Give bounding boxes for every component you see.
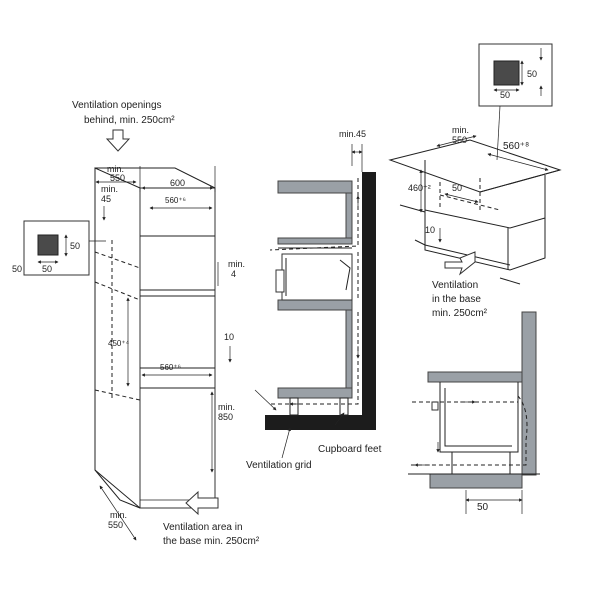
dim600-label: 600 bbox=[170, 178, 185, 188]
dim560b-label: 560⁺⁶ bbox=[160, 363, 181, 372]
inset-50-right: 50 bbox=[70, 241, 80, 251]
top-inset-50-bottom: 50 bbox=[500, 90, 510, 100]
min45-middle-label: min.45 bbox=[339, 129, 366, 139]
dim50-right-label: 50 bbox=[452, 183, 462, 193]
middle-shelf bbox=[277, 299, 353, 311]
vent-behind-label-2: behind, min. 250cm² bbox=[84, 115, 175, 126]
floor bbox=[265, 415, 376, 430]
side-section-view: 50 bbox=[408, 311, 540, 514]
vent-opening-square-2 bbox=[493, 60, 520, 86]
dim560-right-label: 560⁺⁸ bbox=[503, 141, 529, 152]
dim460-label: 460⁺² bbox=[408, 183, 431, 193]
min550-bottom-label-a: min. bbox=[110, 510, 127, 520]
min4-label-b: 4 bbox=[231, 269, 236, 279]
cupboard-feet-label: Cupboard feet bbox=[318, 444, 382, 455]
min550-top-label-b: 550 bbox=[110, 173, 125, 183]
vent-opening-square bbox=[37, 234, 59, 256]
inset-50-bottom: 50 bbox=[42, 264, 52, 274]
tall-cabinet-view: Ventilation openings behind, min. 250cm²… bbox=[12, 100, 260, 547]
plinth bbox=[429, 473, 523, 489]
dim50-bottom-label: 50 bbox=[477, 502, 489, 513]
base-vent-arrow-icon bbox=[185, 490, 219, 516]
vent-right-label-2: in the base bbox=[432, 294, 481, 305]
min4-label-a: min. bbox=[228, 259, 245, 269]
min45-label-b: 45 bbox=[101, 194, 111, 204]
min550-right-label-a: min. bbox=[452, 125, 469, 135]
ventilation-grid-label: Ventilation grid bbox=[246, 460, 312, 471]
min850-label-a: min. bbox=[218, 402, 235, 412]
under-counter-view: 50 50 min. 550 560⁺⁸ 460⁺² 50 10 Ventila… bbox=[388, 43, 562, 319]
cupboard-foot-right bbox=[339, 397, 349, 416]
min45-label-a: min. bbox=[101, 184, 118, 194]
min550-top-label-a: min. bbox=[107, 164, 124, 174]
top-shelf bbox=[277, 180, 353, 194]
inset-50-left: 50 bbox=[12, 264, 22, 274]
top-inset-50-right: 50 bbox=[527, 69, 537, 79]
back-wall bbox=[362, 172, 376, 430]
min850-label-b: 850 bbox=[218, 412, 233, 422]
dim10-label: 10 bbox=[224, 332, 234, 342]
vent-behind-label-1: Ventilation openings bbox=[72, 100, 162, 111]
vent-base-label-2: the base min. 250cm² bbox=[163, 536, 260, 547]
vent-right-label-3: min. 250cm² bbox=[432, 308, 488, 319]
dim10-right-label: 10 bbox=[425, 225, 435, 235]
inset-detail-box bbox=[23, 220, 90, 276]
dim560a-label: 560⁺⁶ bbox=[165, 196, 186, 205]
section-view: min.45 Cupboard feet Ventilation grid bbox=[246, 129, 382, 471]
base-vent-arrow-icon-2 bbox=[444, 251, 476, 276]
bottom-shelf bbox=[277, 387, 353, 399]
cupboard-foot-left bbox=[289, 397, 299, 416]
dim450-label: 450⁺⁴ bbox=[108, 339, 130, 348]
side-wall bbox=[521, 311, 537, 476]
counter-top-section bbox=[427, 371, 523, 383]
vent-down-arrow-icon bbox=[105, 129, 131, 152]
vent-right-label-1: Ventilation bbox=[432, 280, 478, 291]
vent-base-label-1: Ventilation area in bbox=[163, 522, 243, 533]
min550-bottom-label-b: 550 bbox=[108, 520, 123, 530]
